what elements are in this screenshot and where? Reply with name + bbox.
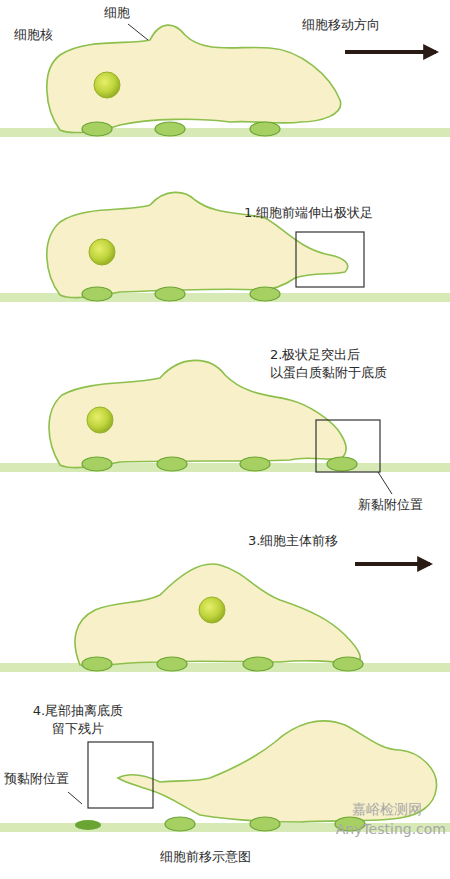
substrate (0, 128, 450, 832)
nucleus (87, 72, 225, 623)
remnant (75, 820, 101, 830)
leader-line (68, 24, 392, 804)
part-label: 细胞 (104, 4, 130, 22)
step-label: 3.细胞主体前移 (248, 532, 338, 550)
highlight-box (88, 232, 380, 808)
step-label: 1.细胞前端伸出极状足 (244, 204, 373, 222)
part-label: 预黏附位置 (4, 770, 69, 788)
adhesion-site (82, 122, 365, 831)
caption: 细胞前移示意图 (160, 848, 251, 866)
watermark: 嘉峪检测网 (352, 800, 422, 819)
direction-arrow (345, 52, 436, 564)
direction-label: 细胞移动方向 (302, 16, 380, 34)
cell-body (47, 25, 437, 822)
step-label: 2.极状足突出后 以蛋白质黏附于底质 (270, 346, 404, 381)
watermark: AnyTesting.com (336, 820, 446, 839)
part-label: 新黏附位置 (358, 496, 423, 514)
step-label: 4.尾部抽离底质 留下残片 (22, 702, 134, 737)
part-label: 细胞核 (14, 26, 53, 44)
